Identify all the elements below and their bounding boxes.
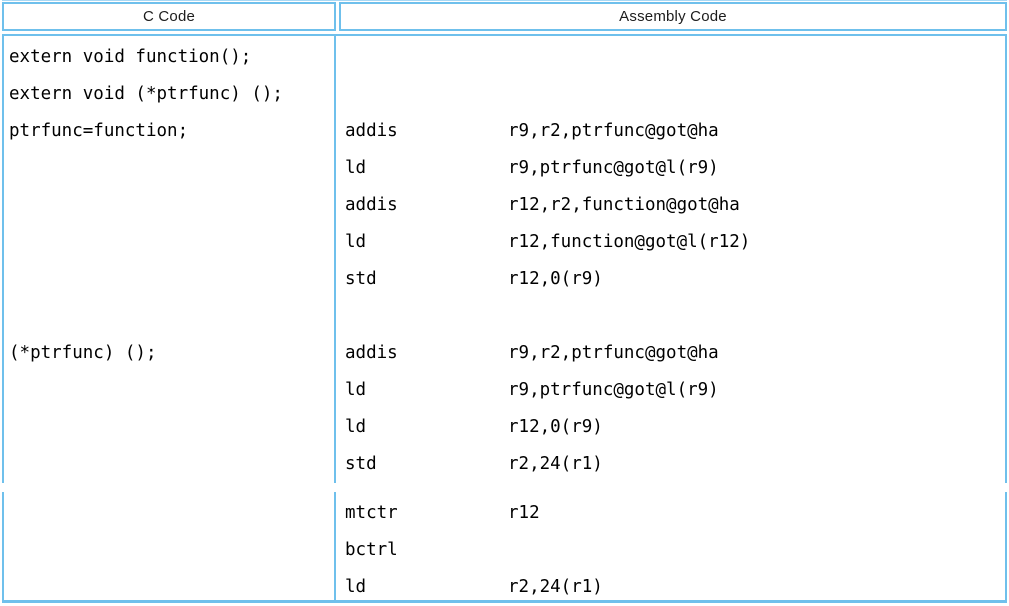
c-code-line: ptrfunc=function;: [9, 121, 189, 141]
asm-operands: r9,r2,ptrfunc@got@ha: [508, 343, 719, 363]
asm-operands: r2,24(r1): [508, 454, 603, 474]
asm-operands: r12,function@got@l(r12): [508, 232, 751, 252]
asm-operands: r9,ptrfunc@got@l(r9): [508, 158, 719, 178]
asm-line: std r12,0(r9): [345, 261, 1005, 298]
header-assembly-code: Assembly Code: [339, 2, 1007, 31]
asm-line: mtctr r12: [345, 495, 1005, 532]
header-c-code-label: C Code: [142, 8, 196, 25]
asm-operands: r12: [508, 503, 540, 523]
asm-mnemonic: ld: [345, 380, 367, 400]
asm-operands: r9,r2,ptrfunc@got@ha: [508, 121, 719, 141]
asm-mnemonic: bctrl: [345, 540, 398, 560]
asm-mnemonic: addis: [345, 195, 398, 215]
c-code-cell-2: [2, 492, 336, 600]
asm-line: bctrl: [345, 532, 1005, 569]
asm-mnemonic: ld: [345, 232, 367, 252]
asm-line: std r2,24(r1): [345, 446, 1005, 483]
asm-line: addis r9,r2,ptrfunc@got@ha: [345, 335, 1005, 372]
assembly-code-cell-2: mtctr r12 bctrl ld r2,24(r1): [336, 492, 1007, 600]
asm-mnemonic: ld: [345, 577, 367, 597]
table-section-2: mtctr r12 bctrl ld r2,24(r1): [2, 492, 1007, 600]
asm-operands: r12,0(r9): [508, 417, 603, 437]
asm-line: ld r12,0(r9): [345, 409, 1005, 446]
c-code-line: extern void (*ptrfunc) ();: [9, 84, 283, 104]
table-section-1: extern void function(); extern void (*pt…: [2, 36, 1007, 483]
asm-mnemonic: std: [345, 454, 377, 474]
asm-operands: r2,24(r1): [508, 577, 603, 597]
c-code-line: (*ptrfunc) ();: [9, 343, 157, 363]
asm-operands: r9,ptrfunc@got@l(r9): [508, 380, 719, 400]
table-header-row: C Code Assembly Code: [2, 2, 1007, 36]
header-c-code: C Code: [2, 2, 336, 31]
asm-operands: r12,0(r9): [508, 269, 603, 289]
asm-mnemonic: addis: [345, 343, 398, 363]
asm-operands: r12,r2,function@got@ha: [508, 195, 740, 215]
asm-mnemonic: std: [345, 269, 377, 289]
asm-mnemonic: ld: [345, 417, 367, 437]
asm-line: ld r2,24(r1): [345, 569, 1005, 600]
asm-line: ld r9,ptrfunc@got@l(r9): [345, 150, 1005, 187]
asm-line: addis r12,r2,function@got@ha: [345, 187, 1005, 224]
asm-mnemonic: addis: [345, 121, 398, 141]
asm-line: addis r9,r2,ptrfunc@got@ha: [345, 113, 1005, 150]
asm-mnemonic: mtctr: [345, 503, 398, 523]
c-code-line: extern void function();: [9, 47, 252, 67]
c-code-cell-1: extern void function(); extern void (*pt…: [2, 36, 336, 483]
asm-line: ld r9,ptrfunc@got@l(r9): [345, 372, 1005, 409]
asm-line: ld r12,function@got@l(r12): [345, 224, 1005, 261]
asm-mnemonic: ld: [345, 158, 367, 178]
header-assembly-code-label: Assembly Code: [619, 8, 727, 25]
assembly-code-cell-1: addis r9,r2,ptrfunc@got@ha ld r9,ptrfunc@g…: [336, 36, 1007, 483]
